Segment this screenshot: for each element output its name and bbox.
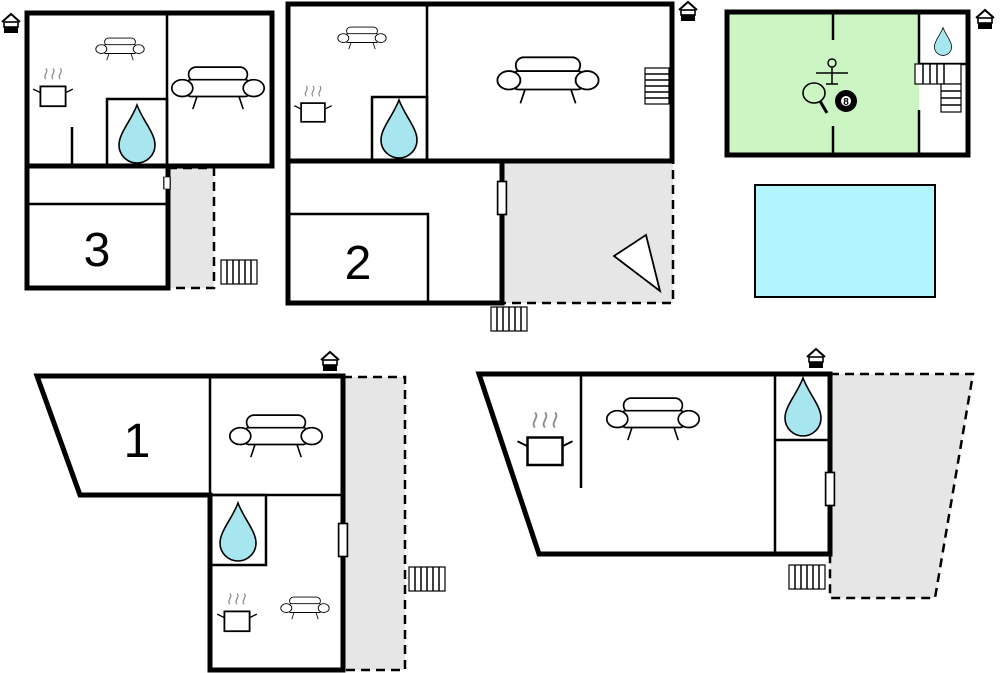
entrance-house-icon xyxy=(1,13,21,34)
staircase-icon xyxy=(408,566,446,592)
kitchen-pot-icon xyxy=(516,411,574,467)
bathroom-water-drop-icon xyxy=(219,502,257,562)
game-room-plan: 8 xyxy=(724,9,995,158)
floor-1-outline xyxy=(33,373,346,673)
floor-2-outline xyxy=(285,1,675,164)
ground-floor-plan xyxy=(475,348,975,600)
floor-3-plan: 3 xyxy=(1,10,275,291)
bathroom-water-drop-icon xyxy=(380,99,418,159)
staircase-icon xyxy=(490,306,528,332)
terrace-corner-icon xyxy=(612,233,662,294)
floor-2-plan: 2 xyxy=(285,1,698,332)
ground-floor-terrace xyxy=(828,372,975,600)
sofa-icon xyxy=(337,26,387,50)
sofa-icon xyxy=(95,37,145,61)
floor-3-label: 3 xyxy=(84,224,111,277)
swimming-pool xyxy=(754,184,936,298)
window-icon xyxy=(163,176,171,190)
kitchen-pot-icon xyxy=(216,592,258,633)
table-tennis-icon xyxy=(802,82,829,114)
bathroom-water-drop-icon xyxy=(933,27,953,56)
kitchen-pot-icon xyxy=(32,67,74,108)
sofa-icon xyxy=(496,56,600,105)
table-football-icon xyxy=(816,58,848,85)
bathroom-water-drop-icon xyxy=(118,104,156,164)
window-icon xyxy=(496,180,508,216)
sofa-icon xyxy=(228,414,324,458)
staircase-icon xyxy=(644,67,670,105)
sofa-icon xyxy=(605,397,701,441)
floor-1-terrace xyxy=(341,375,407,672)
floor-1-plan: 1 xyxy=(33,351,446,673)
entrance-house-icon xyxy=(975,9,995,30)
entrance-house-icon xyxy=(806,348,826,369)
staircase-icon xyxy=(220,259,258,285)
window-icon xyxy=(337,522,349,558)
sofa-icon xyxy=(280,596,330,620)
window-icon xyxy=(824,471,836,507)
kitchen-pot-icon xyxy=(293,85,333,123)
bathroom-water-drop-icon xyxy=(784,377,822,437)
entrance-house-icon xyxy=(678,1,698,22)
staircase-icon xyxy=(788,564,826,590)
floor-3-terrace xyxy=(166,166,216,290)
sofa-icon xyxy=(170,66,266,110)
game-room-floor xyxy=(727,12,919,155)
game-room-outline xyxy=(724,9,971,158)
floor-2-label: 2 xyxy=(345,237,372,290)
staircase-icon xyxy=(914,63,962,113)
entrance-house-icon xyxy=(320,351,340,372)
billiard-ball-icon: 8 xyxy=(835,90,857,112)
ground-floor-outline xyxy=(475,371,833,557)
floor-1-label: 1 xyxy=(124,415,151,468)
svg-text:8: 8 xyxy=(843,97,849,108)
